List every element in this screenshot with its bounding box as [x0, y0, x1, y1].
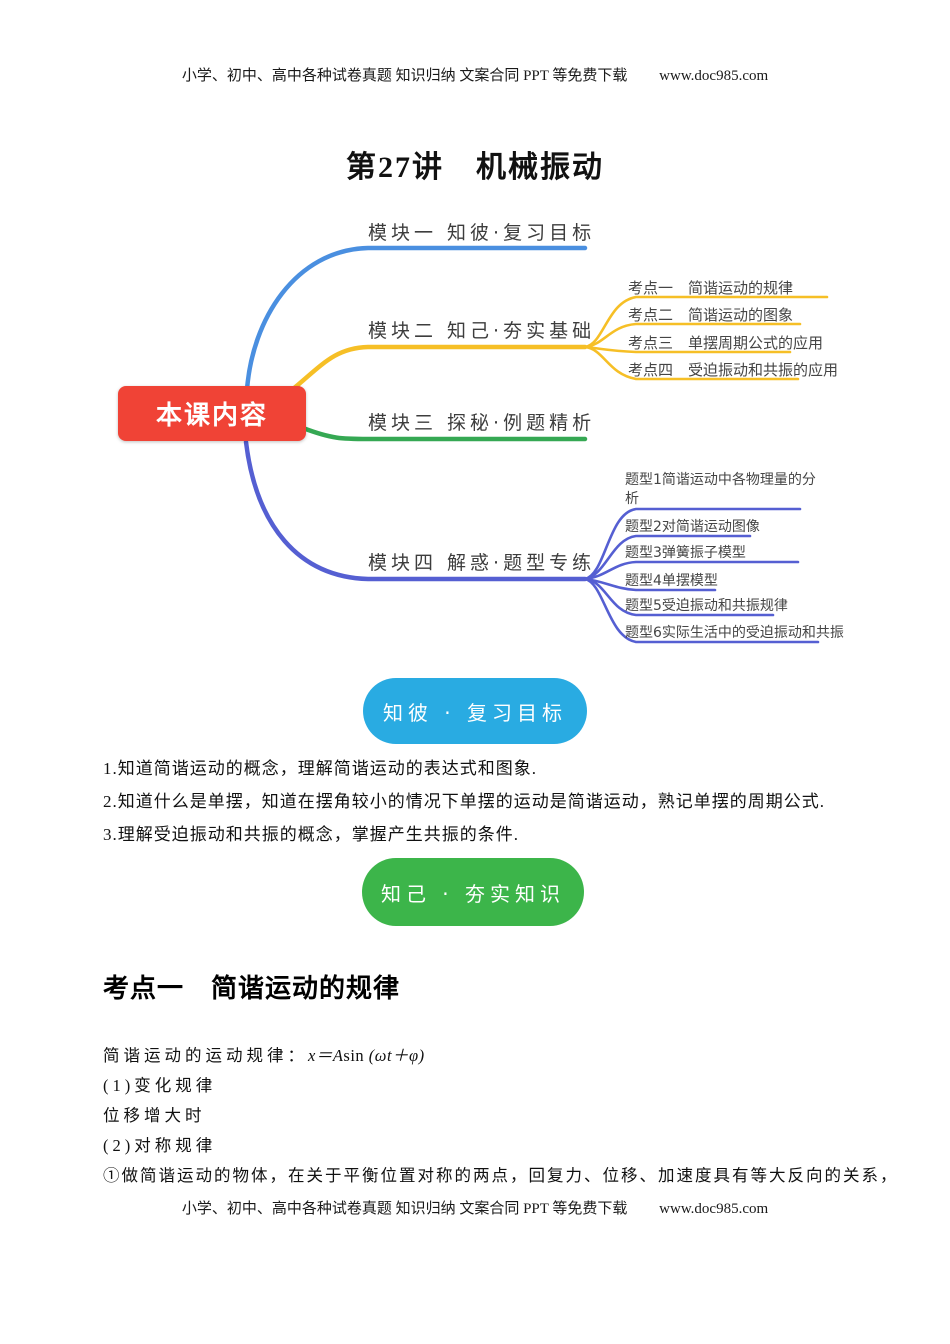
- formula-function: sin: [343, 1046, 369, 1065]
- solid-knowledge-badge-label: 知己 · 夯实知识: [380, 881, 566, 906]
- footer-site-notice: 小学、初中、高中各种试卷真题 知识归纳 文案合同 PPT 等免费下载 www.d…: [0, 1197, 950, 1218]
- solid-knowledge-badge: 知己 · 夯实知识: [362, 858, 584, 926]
- mindmap-topic-tixing1: 题型1简谐运动中各物理量的分析: [625, 472, 816, 507]
- mindmap-topic-tixing2: 题型2对简谐运动图像: [625, 519, 760, 535]
- doc-title: 第27讲 机械振动: [346, 151, 604, 184]
- mindmap-branch-module4: 模块四 解惑·题型专练: [368, 552, 596, 574]
- mindmap-topic-kaodian4: 考点四 受迫振动和共振的应用: [628, 361, 839, 379]
- review-goal-badge-label: 知彼 · 复习目标: [382, 700, 568, 725]
- mindmap-topic-tixing6: 题型6实际生活中的受迫振动和共振: [625, 625, 844, 641]
- mindmap-branch-module1: 模块一 知彼·复习目标: [368, 222, 596, 244]
- mindmap-topic-kaodian2: 考点二 简谐运动的图象: [628, 306, 794, 324]
- footer-site-url: www.doc985.com: [659, 1201, 769, 1217]
- rule-formula-line: 简谐运动的运动规律：x＝Asin (ωt＋φ): [103, 1042, 903, 1072]
- goal-item-2: 2.知道什么是单摆，知道在摆角较小的情况下单摆的运动是简谐运动，熟记单摆的周期公…: [103, 792, 825, 811]
- footer-site-notice-text: 小学、初中、高中各种试卷真题 知识归纳 文案合同 PPT 等免费下载: [181, 1201, 628, 1217]
- mindmap-root-label: 本课内容: [155, 400, 268, 430]
- formula-argument: (ωt＋φ): [368, 1046, 425, 1065]
- mindmap-topic-tixing4: 题型4单摆模型: [625, 573, 718, 589]
- body-item-2: 位移增大时: [103, 1106, 206, 1125]
- goal-item-1: 1.知道简谐运动的概念，理解简谐运动的表达式和图象.: [103, 759, 537, 778]
- section1-body: 简谐运动的运动规律：x＝Asin (ωt＋φ) (1)变化规律 位移增大时 (2…: [103, 1042, 903, 1192]
- mindmap-topic-tixing3: 题型3弹簧振子模型: [625, 545, 746, 561]
- body-item-1: (1)变化规律: [103, 1076, 217, 1095]
- mindmap-topic-kaodian3: 考点三 单摆周期公式的应用: [628, 334, 824, 352]
- mindmap-branch-module3: 模块三 探秘·例题精析: [368, 412, 596, 434]
- mindmap-branch-module2: 模块二 知己·夯实基础: [368, 320, 596, 342]
- mindmap-root-node: 本课内容: [118, 386, 306, 441]
- site-url: www.doc985.com: [659, 68, 769, 84]
- mindmap-topic-tixing5: 题型5受迫振动和共振规律: [625, 598, 788, 614]
- site-notice-text: 小学、初中、高中各种试卷真题 知识归纳 文案合同 PPT 等免费下载: [181, 68, 628, 84]
- header-site-notice: 小学、初中、高中各种试卷真题 知识归纳 文案合同 PPT 等免费下载 www.d…: [0, 64, 950, 85]
- body-item-3: (2)对称规律: [103, 1136, 217, 1155]
- goal-item-3: 3.理解受迫振动和共振的概念，掌握产生共振的条件.: [103, 825, 519, 844]
- body-item-4: ①做简谐运动的物体，在关于平衡位置对称的两点，回复力、位移、加速度具有等大反向的…: [103, 1166, 899, 1185]
- mindmap-topic-kaodian1: 考点一 简谐运动的规律: [628, 279, 794, 297]
- section1-heading: 考点一 简谐运动的规律: [103, 973, 401, 1003]
- review-goal-badge: 知彼 · 复习目标: [363, 678, 587, 744]
- review-goals-list: 1.知道简谐运动的概念，理解简谐运动的表达式和图象. 2.知道什么是单摆，知道在…: [103, 752, 893, 851]
- formula-variable: x＝A: [308, 1046, 344, 1065]
- rule-intro-text: 简谐运动的运动规律：: [103, 1046, 308, 1065]
